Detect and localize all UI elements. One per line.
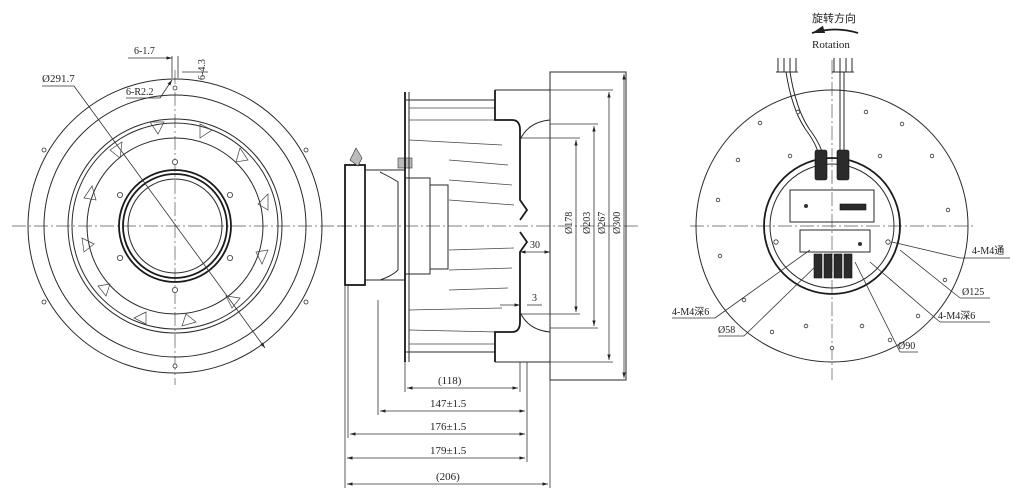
- diameter-203-label: Ø203: [582, 212, 593, 234]
- connector-block: [813, 253, 853, 279]
- thread-deep-left-label: 4-M4深6: [672, 306, 709, 318]
- length-179-label: 179±1.5: [430, 445, 467, 457]
- rear-motor-circle: [763, 157, 901, 295]
- inlet-ring-bottom: [495, 311, 551, 363]
- rear-outer-circle: [695, 89, 969, 363]
- motor-bell: [379, 171, 399, 281]
- motor-flange: [344, 164, 366, 286]
- front-view: Ø291.7 6-1.7 6-4.3 6-R2.2: [12, 46, 345, 385]
- inlet-cone-outline: [549, 71, 627, 381]
- front-outer-circle: [27, 78, 323, 374]
- offset-3-label: 3: [532, 293, 537, 304]
- front-ring-2: [67, 118, 283, 334]
- front-hub-outer: [118, 169, 232, 283]
- length-118-label: (118): [438, 375, 462, 387]
- thread-through-leader: [891, 241, 961, 259]
- pcd-125-leader: [899, 249, 961, 299]
- slot-radius-leader: [159, 79, 173, 99]
- cable-gland: [349, 147, 363, 167]
- inlet-shroud-bottom: [494, 231, 529, 362]
- front-diameter-leader: [73, 85, 266, 349]
- slot-width-label: 6-1.7: [134, 46, 155, 57]
- thread-deep-left-leader: [714, 249, 811, 319]
- control-board-upper: [789, 189, 875, 223]
- board-component: [839, 203, 867, 211]
- length-147-label: 147±1.5: [430, 398, 467, 410]
- thread-deep-right-label: 4-M4深6: [938, 310, 975, 322]
- rotation-arrow-icon: [811, 25, 859, 34]
- pcd-90-leader: [854, 261, 901, 353]
- cable-leads: [776, 58, 854, 161]
- cable-gland-right: [836, 149, 850, 181]
- length-206-label: (206): [436, 471, 460, 483]
- side-view: Ø178 Ø203 Ø267 Ø300 30 3 (118) 147±1.5: [338, 71, 640, 488]
- cable-gland-left: [814, 149, 828, 181]
- slot-radius-label: 6-R2.2: [126, 87, 154, 98]
- pcd-125-label: Ø125: [962, 287, 984, 298]
- rotation-cn-label: 旋转方向: [812, 11, 856, 25]
- rotation-en-label: Rotation: [812, 39, 850, 51]
- pcd-58-leader: [743, 261, 821, 337]
- front-holes: [41, 85, 309, 369]
- pcd-90-label: Ø90: [898, 341, 915, 352]
- front-ring-3: [71, 122, 279, 330]
- front-hub-inner: [122, 173, 228, 279]
- rear-motor-inner: [769, 163, 895, 289]
- diameter-267-label: Ø267: [597, 212, 608, 234]
- motor-hub: [429, 184, 449, 270]
- offset-30-label: 30: [530, 240, 540, 251]
- control-board-lower: [799, 229, 871, 253]
- front-hub-bore: [127, 178, 223, 274]
- pcd-58-label: Ø58: [718, 325, 735, 336]
- inlet-shroud-top: [494, 90, 529, 221]
- front-ring-4: [86, 137, 264, 315]
- side-diameter-dims: Ø178 Ø203 Ø267 Ø300: [520, 74, 626, 378]
- thread-through-label: 4-M4通: [972, 245, 1004, 257]
- motor-can: [364, 169, 406, 281]
- rear-view: 旋转方向 Rotation: [672, 11, 1010, 380]
- outer-diameter-label: Ø291.7: [42, 73, 75, 85]
- front-ring-1: [43, 94, 307, 358]
- diameter-300-label: Ø300: [612, 212, 623, 234]
- slot-depth-label: 6-4.3: [197, 59, 208, 80]
- inlet-ring-top: [495, 89, 551, 141]
- diameter-178-label: Ø178: [564, 212, 575, 234]
- length-176-label: 176±1.5: [430, 421, 467, 433]
- side-length-dims: (118) 147±1.5 176±1.5 179±1.5 (206): [344, 285, 551, 488]
- thread-deep-right-leader: [869, 261, 941, 323]
- rear-holes: [715, 109, 951, 351]
- impeller-blades: [408, 107, 515, 345]
